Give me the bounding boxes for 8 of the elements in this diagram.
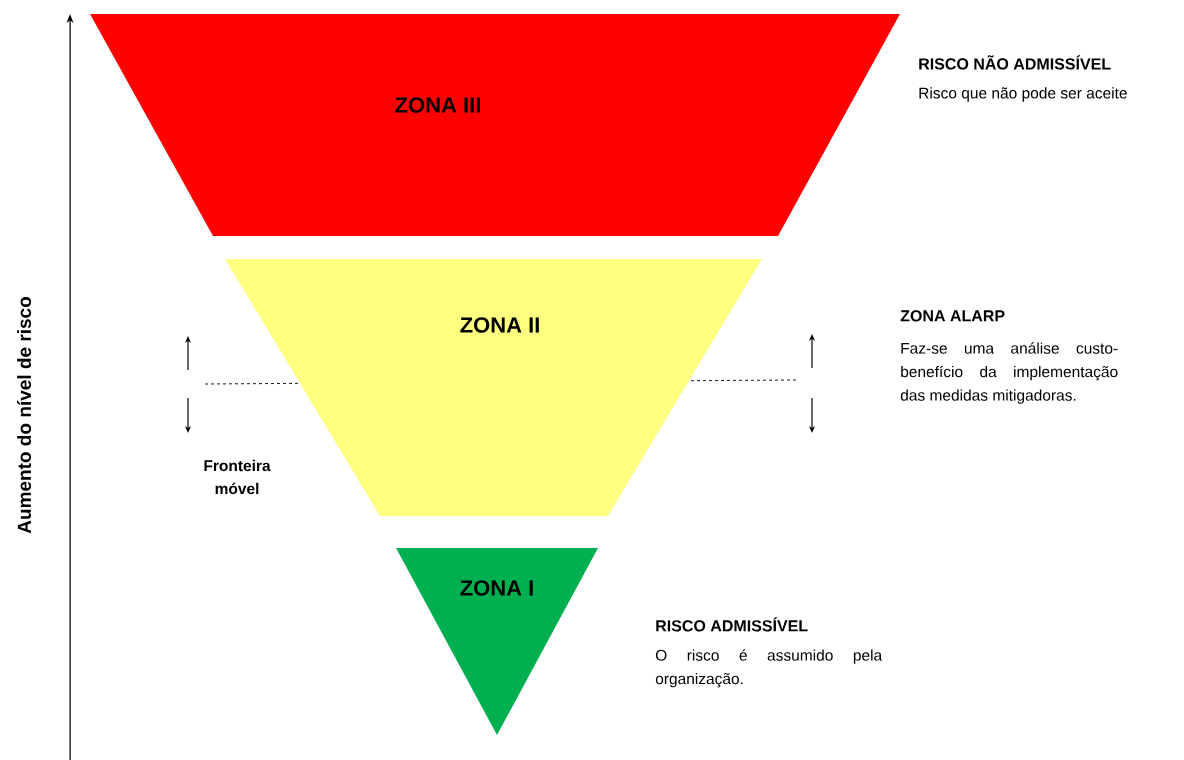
zone-heading: RISCO ADMISSÍVEL	[656, 617, 808, 632]
zone-description: O risco é assumido pela organização.	[655, 649, 883, 688]
axis-label: Aumento do nível de risco	[16, 297, 32, 534]
zone-heading: RISCO NÃO ADMISSÍVEL	[919, 55, 1111, 70]
zone-description: Risco que não pode ser aceite	[919, 87, 1127, 102]
zone-heading: ZONA ALARP	[900, 310, 1005, 322]
boundary-label: Fronteira móvel	[204, 459, 271, 495]
zone-description: Faz-se uma análise custo-benefício da implementação das medidas mitigadoras.	[900, 342, 1118, 404]
